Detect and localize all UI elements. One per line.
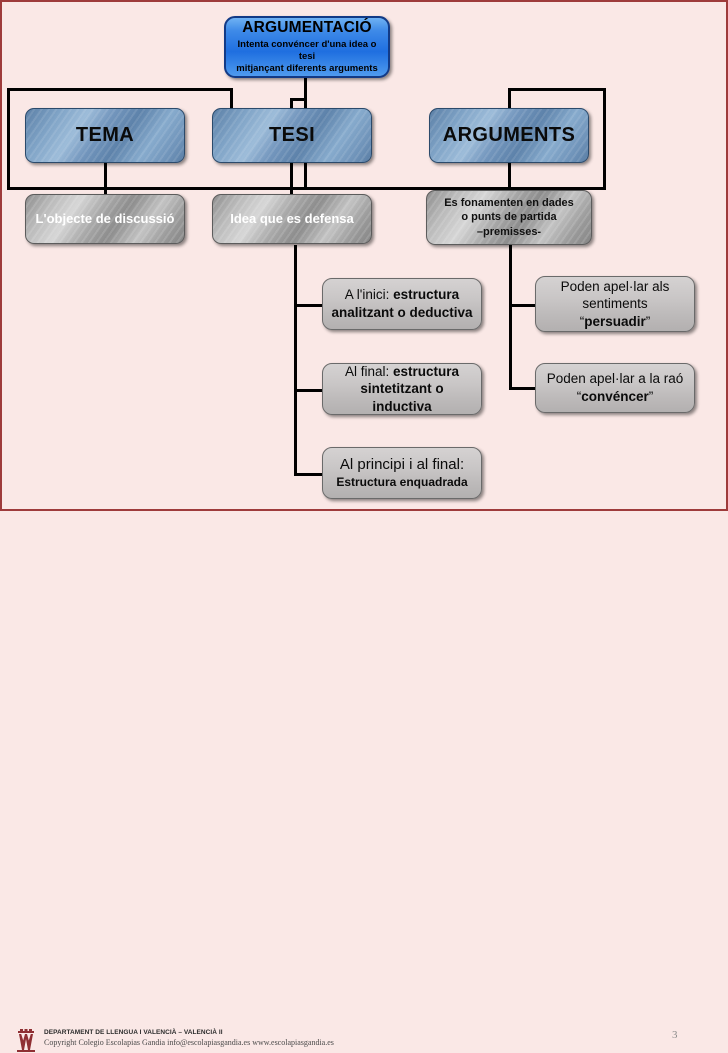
node-tema-label: TEMA: [75, 124, 135, 146]
connector-arguments-branch-2: [509, 387, 537, 390]
node-persuadir[interactable]: Poden apel·lar als sentiments “persuadir…: [535, 276, 695, 332]
node-objecte-discussio-label: L'objecte de discussió: [35, 210, 175, 226]
connector-tesi-notch: [290, 98, 307, 101]
node-idea-defensa[interactable]: Idea que es defensa: [212, 194, 372, 244]
slide-frame-left: [0, 0, 2, 510]
connector-arguments-trunk: [509, 245, 512, 389]
node-convencer-quoted: convéncer: [581, 389, 649, 404]
node-persuadir-line-2: sentiments: [582, 296, 648, 312]
node-premisses-line-1: Es fonamenten en dades: [444, 197, 574, 210]
node-a-linici-strong2: analitzant o deductiva: [331, 305, 473, 320]
node-premisses[interactable]: Es fonamenten en dades o punts de partid…: [426, 190, 592, 245]
node-premisses-line-3: –premisses-: [476, 225, 542, 238]
node-tesi[interactable]: TESI: [212, 108, 372, 163]
connector-left-riser: [7, 88, 10, 190]
node-al-principi-i-al-final[interactable]: Al principi i al final: Estructura enqua…: [322, 447, 482, 499]
node-tesi-label: TESI: [268, 124, 316, 146]
footer-divider: [0, 509, 728, 511]
node-argumentacio-title: ARGUMENTACIÓ: [242, 19, 372, 37]
node-al-final[interactable]: Al final: estructura sintetitzant o indu…: [322, 363, 482, 415]
connector-arguments-branch-1: [509, 304, 537, 307]
node-arguments[interactable]: ARGUMENTS: [429, 108, 589, 163]
node-idea-defensa-label: Idea que es defensa: [230, 210, 354, 226]
node-argumentacio-subtitle-1: Intenta convéncer d'una idea o tesi: [237, 39, 377, 62]
connector-right-riser: [603, 88, 606, 190]
connector-tesi-to-idea: [290, 163, 293, 195]
node-argumentacio[interactable]: ARGUMENTACIÓ Intenta convéncer d'una ide…: [224, 16, 390, 78]
school-crest-icon: [17, 1029, 35, 1052]
node-al-final-strong: estructura: [393, 363, 460, 379]
node-al-final-strong2: sintetitzant o inductiva: [360, 381, 444, 414]
node-a-linici-lead: A l'inici:: [344, 287, 394, 303]
node-a-linici[interactable]: A l'inici: estructura analitzant o deduc…: [322, 278, 482, 330]
connector-tesi-trunk: [294, 245, 297, 474]
connector-tesi-branch-3: [294, 473, 324, 476]
page-number: 3: [672, 1029, 678, 1041]
connector-bus-right: [508, 88, 606, 91]
slide-frame-right: [726, 0, 728, 510]
node-persuadir-quoted: persuadir: [584, 313, 646, 329]
connector-tema-to-objecte: [104, 163, 107, 195]
connector-tesi-branch-1: [294, 304, 324, 307]
slide-frame-top: [0, 0, 728, 2]
node-al-principi-lead: Al principi i al final:: [339, 456, 465, 474]
node-tema[interactable]: TEMA: [25, 108, 185, 163]
node-al-final-lead: Al final:: [344, 363, 393, 379]
node-al-principi-strong2: Estructura enquadrada: [336, 474, 468, 489]
node-convencer-line-1: Poden apel·lar a la raó: [546, 371, 684, 387]
connector-bus-left: [7, 88, 233, 91]
node-arguments-label: ARGUMENTS: [442, 124, 576, 146]
connector-tesi-branch-2: [294, 389, 324, 392]
node-a-linici-strong: estructura: [393, 287, 460, 303]
connector-bus-lower: [7, 187, 606, 190]
connector-tema-drop: [230, 88, 233, 110]
node-convencer[interactable]: Poden apel·lar a la raó “convéncer”: [535, 363, 695, 413]
connector-tesi-notch-drop: [290, 98, 293, 112]
node-premisses-line-2: o punts de partida: [461, 211, 557, 224]
node-objecte-discussio[interactable]: L'objecte de discussió: [25, 194, 185, 244]
footer-copyright: Copyright Colegio Escolapias Gandia info…: [44, 1038, 334, 1047]
connector-arguments-drop: [508, 88, 511, 110]
node-argumentacio-subtitle-2: mitjançant diferents arguments: [236, 62, 378, 74]
node-persuadir-line-1: Poden apel·lar als: [560, 278, 670, 294]
slide-footer: DEPARTAMENT DE LLENGUA I VALENCIÀ – VALE…: [0, 511, 728, 1052]
connector-arguments-to-premisses: [508, 163, 511, 190]
footer-department: DEPARTAMENT DE LLENGUA I VALENCIÀ – VALE…: [44, 1029, 223, 1036]
